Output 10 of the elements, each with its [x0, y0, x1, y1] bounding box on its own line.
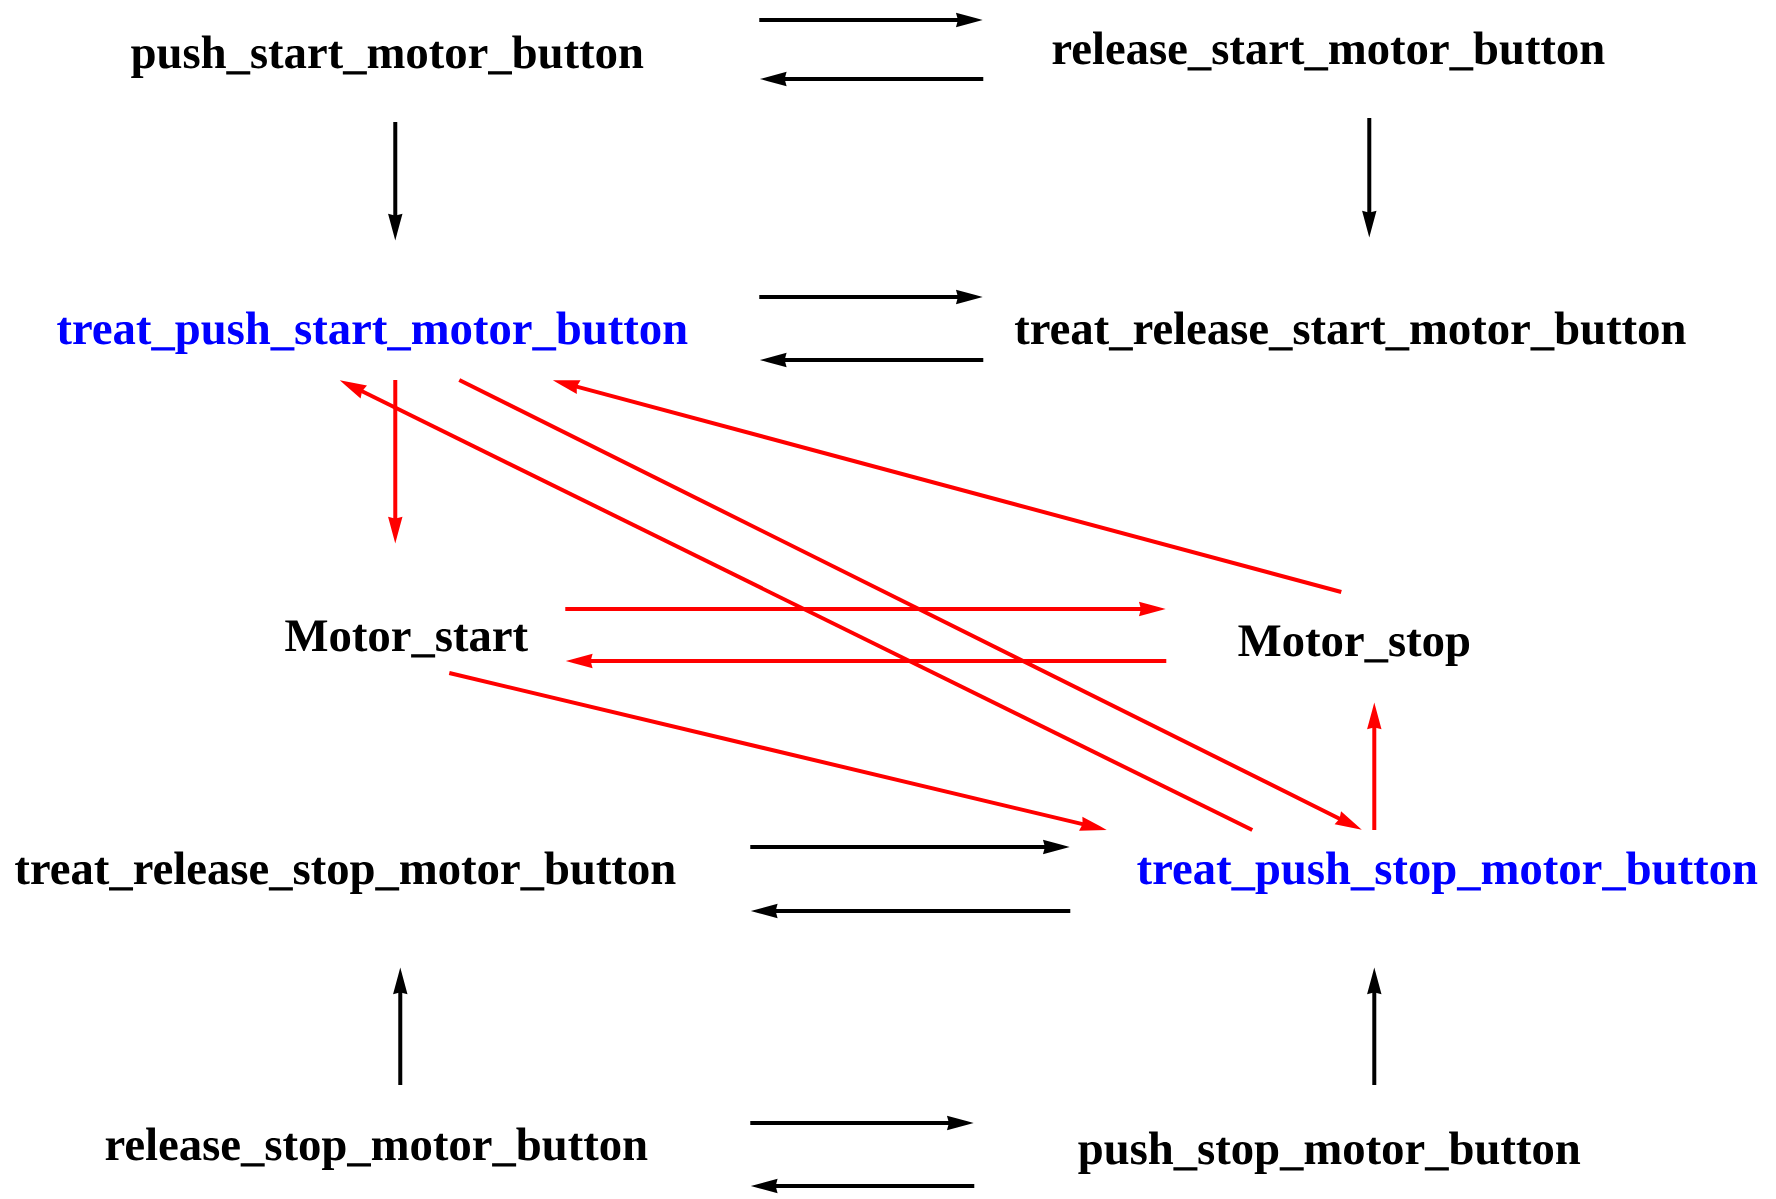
state-label: treat_release_start_motor_button [1014, 311, 1686, 351]
state-label: push_start_motor_button [131, 35, 644, 78]
state-label: Motor_start [285, 620, 528, 658]
state-label: treat_push_start_motor_button [57, 311, 688, 354]
state-label: treat_release_stop_motor_button [15, 851, 676, 894]
state-label: treat_push_stop_motor_button [1137, 851, 1758, 894]
state-label: release_stop_motor_button [105, 1127, 648, 1170]
state-label: Motor_stop [1238, 625, 1470, 666]
state-label: release_start_motor_button [1052, 31, 1605, 71]
state-label: push_stop_motor_button [1078, 1131, 1581, 1174]
